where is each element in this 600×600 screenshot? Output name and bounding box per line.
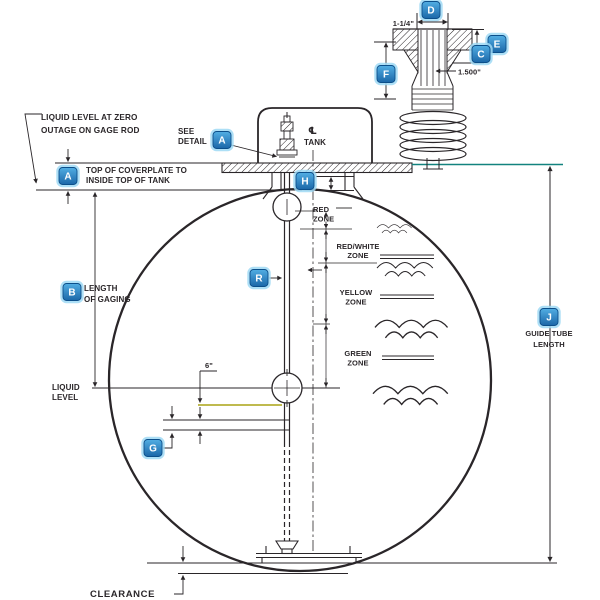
guide-tube-length-line1: GUIDE TUBE	[525, 329, 572, 338]
fitting-detail: 1-1/4" 1.500"	[374, 13, 484, 170]
svg-text:B: B	[68, 288, 75, 299]
tank-linework	[107, 107, 557, 575]
liquid-surface-symbols	[372, 224, 449, 406]
svg-text:C: C	[477, 50, 484, 61]
zone-label-green-1: GREEN	[344, 349, 371, 358]
gage-fitting-small	[276, 112, 298, 158]
dimension-lines	[24, 113, 553, 595]
svg-text:J: J	[546, 313, 552, 324]
zone-label-redwhite-1: RED/WHITE	[337, 242, 380, 251]
badge-a-detail: A	[210, 128, 234, 152]
zone-label-redwhite-2: ZONE	[347, 251, 368, 260]
badge-h: H	[293, 169, 317, 193]
gage-rod	[283, 172, 291, 541]
liquid-zero-note-line1: LIQUID LEVEL AT ZERO	[41, 113, 138, 122]
six-inch-dim: 6"	[205, 361, 213, 370]
liquid-zero-note-line2: OUTAGE ON GAGE ROD	[41, 126, 140, 135]
svg-text:D: D	[427, 6, 434, 17]
svg-text:E: E	[494, 40, 501, 51]
clearance-label: CLEARANCE	[90, 589, 155, 600]
coverplate-note-line1: TOP OF COVERPLATE TO	[86, 166, 187, 175]
badge-f: F	[374, 62, 398, 86]
badge-e: E	[485, 32, 509, 56]
detail-dim-top: 1-1/4"	[393, 19, 415, 28]
see-detail-line2: DETAIL	[178, 137, 207, 146]
detail-dim-od: 1.500"	[458, 68, 481, 77]
zone-label-red-2: ZONE	[313, 215, 334, 224]
length-of-gaging-line1: LENGTH	[84, 284, 118, 293]
badge-a-left: A	[56, 164, 80, 188]
svg-text:G: G	[149, 444, 157, 455]
zone-label-red-1: RED	[313, 205, 330, 214]
badge-j: J	[537, 305, 561, 329]
coverplate	[221, 162, 413, 174]
rod-foot-assembly	[256, 540, 362, 563]
badge-r: R	[247, 266, 271, 290]
length-of-gaging-line2: OF GAGING	[84, 295, 131, 304]
float-top-position	[272, 192, 302, 222]
tank-centerline-label: TANK	[304, 138, 326, 147]
float-at-liquid-level	[271, 369, 303, 407]
badge-g: G	[141, 436, 165, 460]
svg-text:H: H	[301, 177, 308, 188]
zone-dimension-chain	[295, 210, 434, 388]
manway-dome	[257, 107, 373, 163]
liquid-level-line2: LEVEL	[52, 393, 78, 402]
zone-label-yellow-2: ZONE	[345, 298, 366, 307]
coverplate-note-line2: INSIDE TOP OF TANK	[86, 176, 170, 185]
svg-text:R: R	[255, 274, 263, 285]
svg-text:F: F	[383, 70, 389, 81]
badge-d: D	[419, 0, 443, 22]
badge-b: B	[60, 280, 84, 304]
svg-text:A: A	[64, 172, 71, 183]
tank-centerline-symbol: ℄	[308, 126, 317, 137]
svg-text:A: A	[218, 136, 225, 147]
badge-c: C	[469, 42, 493, 66]
see-detail-line1: SEE	[178, 127, 195, 136]
zone-label-green-2: ZONE	[347, 359, 368, 368]
liquid-level-line1: LIQUID	[52, 383, 80, 392]
guide-tube-length-line2: LENGTH	[533, 340, 564, 349]
zone-label-yellow-1: YELLOW	[340, 288, 374, 297]
